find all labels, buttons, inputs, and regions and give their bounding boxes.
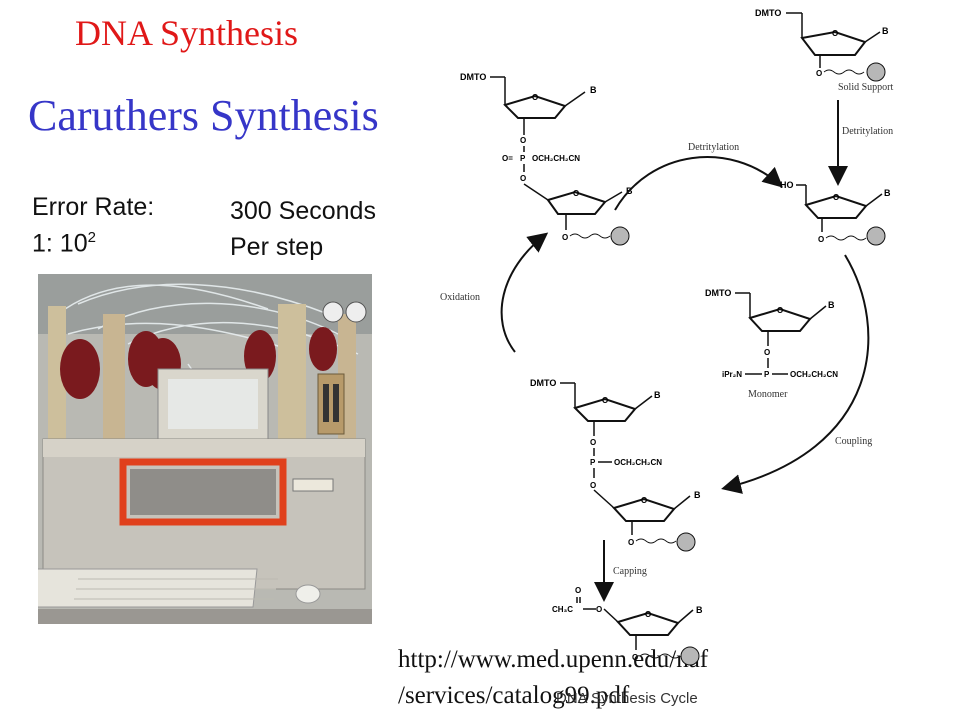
svg-text:P: P bbox=[590, 458, 596, 467]
ipr2n-label: iPr₂N bbox=[722, 370, 742, 379]
synthesis-cycle-diagram: DMTO O B O Solid Support Detritylation D… bbox=[440, 8, 894, 707]
svg-text:B: B bbox=[654, 390, 661, 400]
svg-text:O: O bbox=[832, 29, 838, 38]
keyboard bbox=[38, 568, 258, 608]
svg-text:B: B bbox=[694, 490, 701, 500]
dinucleotide-phosphate: DMTO O B O P O= OCH₂CH₂CN O O B O bbox=[460, 72, 633, 246]
step-time-unit: Per step bbox=[230, 233, 324, 261]
step-oxidation: Oxidation bbox=[440, 292, 480, 303]
dinucleotide-phosphite: DMTO O B O P OCH₂CH₂CN O O B O bbox=[530, 378, 701, 552]
ho-label: HO bbox=[780, 180, 794, 190]
svg-text:O: O bbox=[590, 438, 596, 447]
svg-text:DMTO: DMTO bbox=[460, 72, 486, 82]
ch3c-label: CH₃C bbox=[552, 605, 573, 614]
slide-title: DNA Synthesis bbox=[75, 13, 299, 53]
deprotected-nucleoside: HO O B O bbox=[780, 180, 891, 246]
source-url-line2: /services/catalog99.pdf bbox=[398, 682, 630, 709]
capped-nucleoside: O CH₃C O O B O bbox=[552, 586, 703, 666]
svg-text:O: O bbox=[602, 396, 608, 405]
svg-text:B: B bbox=[828, 300, 835, 310]
slide-subtitle: Caruthers Synthesis bbox=[28, 91, 379, 140]
source-url-line1: http://www.med.upenn.edu/naf bbox=[398, 646, 709, 673]
step-detritylation-right: Detritylation bbox=[842, 126, 893, 137]
svg-text:O=: O= bbox=[502, 154, 513, 163]
monomer-label: Monomer bbox=[748, 389, 788, 400]
svg-text:O: O bbox=[590, 481, 596, 490]
svg-text:O: O bbox=[628, 538, 634, 547]
svg-text:O: O bbox=[520, 136, 526, 145]
step-time-value: 300 Seconds bbox=[230, 197, 376, 225]
svg-text:O: O bbox=[764, 348, 770, 357]
svg-text:O: O bbox=[520, 174, 526, 183]
svg-text:O: O bbox=[596, 605, 602, 614]
support-bound-nucleoside: DMTO O B O Solid Support bbox=[755, 8, 894, 93]
frame-post-left bbox=[48, 306, 66, 466]
cyanoethyl-label-top: OCH₂CH₂CN bbox=[532, 154, 580, 163]
phosphoramidite-monomer: DMTO O B O P iPr₂N OCH₂CH₂CN Monomer bbox=[705, 288, 838, 400]
cyanoethyl-label-bottom: OCH₂CH₂CN bbox=[614, 458, 662, 467]
red-panel-window bbox=[119, 458, 287, 526]
svg-text:O: O bbox=[816, 69, 822, 78]
svg-text:DMTO: DMTO bbox=[705, 288, 731, 298]
svg-text:B: B bbox=[696, 605, 703, 615]
step-detritylation-top: Detritylation bbox=[688, 142, 739, 153]
svg-text:O: O bbox=[818, 235, 824, 244]
svg-text:P: P bbox=[764, 370, 770, 379]
svg-text:OCH₂CH₂CN: OCH₂CH₂CN bbox=[790, 370, 838, 379]
step-capping: Capping bbox=[613, 566, 647, 577]
mouse bbox=[295, 584, 321, 604]
svg-text:O: O bbox=[641, 496, 647, 505]
svg-text:B: B bbox=[884, 188, 891, 198]
error-rate-base: 1: 10 bbox=[32, 229, 88, 258]
dmto-label: DMTO bbox=[755, 8, 781, 18]
svg-text:P: P bbox=[520, 154, 526, 163]
svg-text:O: O bbox=[573, 189, 579, 198]
error-rate-value: 1: 102 bbox=[32, 229, 96, 258]
svg-text:B: B bbox=[590, 85, 597, 95]
error-rate-exponent: 2 bbox=[87, 229, 96, 246]
base-label: B bbox=[882, 26, 889, 36]
svg-text:O: O bbox=[562, 233, 568, 242]
svg-text:O: O bbox=[645, 610, 651, 619]
svg-text:O: O bbox=[777, 306, 783, 315]
synthesizer-photo bbox=[38, 274, 372, 624]
svg-text:O: O bbox=[632, 653, 638, 662]
svg-text:O: O bbox=[833, 193, 839, 202]
diagram-caption: DNA Synthesis Cycle bbox=[556, 690, 698, 707]
solid-support-label: Solid Support bbox=[838, 82, 894, 93]
step-coupling: Coupling bbox=[835, 436, 872, 447]
svg-text:O: O bbox=[575, 586, 581, 595]
svg-text:O: O bbox=[532, 93, 538, 102]
error-rate-label: Error Rate: bbox=[32, 193, 155, 221]
pressure-gauge-icon bbox=[322, 301, 344, 323]
svg-text:DMTO: DMTO bbox=[530, 378, 556, 388]
